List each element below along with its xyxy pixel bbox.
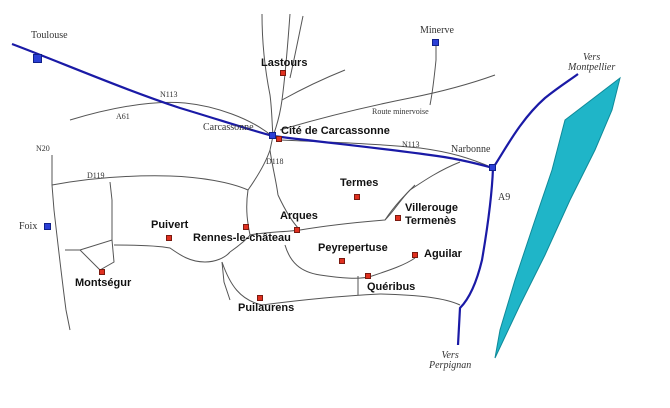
direction-perpignan: Vers Perpignan bbox=[429, 351, 471, 371]
peyrepertuse-marker bbox=[339, 258, 345, 264]
minerve-label: Minerve bbox=[420, 25, 454, 36]
arques-marker bbox=[294, 227, 300, 233]
road-label-route-minervoise: Route minervoise bbox=[372, 107, 429, 116]
road-label-n113-west: N113 bbox=[160, 90, 178, 99]
rennes-label: Rennes-le-château bbox=[193, 232, 291, 244]
road-label-a9: A9 bbox=[498, 192, 511, 203]
road-minerve bbox=[429, 42, 437, 106]
aguilar-label: Aguilar bbox=[424, 248, 462, 260]
road-puivert-2 bbox=[229, 234, 251, 253]
road-minervoise bbox=[279, 74, 496, 131]
foix-label: Foix bbox=[19, 221, 38, 232]
villerouge-marker bbox=[395, 215, 401, 221]
queribus-marker bbox=[365, 273, 371, 279]
minerve-marker bbox=[432, 39, 439, 46]
villerouge-label-2: Termenès bbox=[405, 215, 457, 227]
toulouse-label: Toulouse bbox=[31, 30, 68, 41]
peyrepertuse-label: Peyrepertuse bbox=[318, 242, 388, 254]
narbonne-marker bbox=[489, 164, 496, 171]
sea bbox=[494, 76, 621, 359]
termes-label: Termes bbox=[340, 177, 379, 189]
lastours-marker bbox=[280, 70, 286, 76]
carcassonne-label: Carcassonne bbox=[203, 122, 254, 133]
montsegur-marker bbox=[99, 269, 105, 275]
puivert-label: Puivert bbox=[151, 219, 189, 231]
cite-label: Cité de Carcassonne bbox=[281, 125, 390, 137]
road-lastours-1 bbox=[261, 13, 274, 137]
road-termes-2 bbox=[384, 184, 416, 221]
queribus-label: Quéribus bbox=[367, 281, 416, 293]
road-aguilar bbox=[371, 257, 416, 277]
motorway-a61 bbox=[11, 42, 494, 170]
foix-marker bbox=[44, 223, 51, 230]
road-label-a61: A61 bbox=[116, 112, 130, 121]
toulouse-marker bbox=[33, 54, 42, 63]
secondary-roads bbox=[51, 13, 496, 331]
road-n113-west bbox=[69, 101, 273, 137]
carcassonne-marker bbox=[269, 132, 276, 139]
road-puivert bbox=[113, 244, 231, 263]
rennes-marker bbox=[243, 224, 249, 230]
road-label-n20: N20 bbox=[36, 144, 50, 153]
puivert-marker bbox=[166, 235, 172, 241]
road-termes bbox=[299, 161, 461, 231]
puilaurens-marker bbox=[257, 295, 263, 301]
puilaurens-label: Puilaurens bbox=[238, 302, 295, 314]
narbonne-label: Narbonne bbox=[451, 144, 491, 155]
road-label-d119: D119 bbox=[87, 171, 105, 180]
road-n20 bbox=[51, 155, 71, 331]
road-label-n113-east: N113 bbox=[402, 140, 420, 149]
termes-marker bbox=[354, 194, 360, 200]
motorway-a9-north bbox=[492, 73, 579, 169]
road-lastours-3 bbox=[289, 15, 304, 79]
villerouge-label-1: Villerouge bbox=[405, 202, 458, 214]
direction-montpellier-line2: Montpellier bbox=[568, 62, 616, 73]
road-d118 bbox=[246, 135, 274, 236]
arques-label: Arques bbox=[280, 210, 318, 222]
road-south-2 bbox=[221, 261, 231, 301]
road-peyre bbox=[284, 244, 373, 279]
road-label-d118: D118 bbox=[266, 157, 284, 166]
lastours-label: Lastours bbox=[261, 57, 308, 69]
direction-montpellier-line1: Vers bbox=[582, 52, 601, 63]
motorways bbox=[11, 42, 579, 346]
road-south bbox=[221, 261, 461, 306]
cite-marker bbox=[276, 136, 282, 142]
motorway-a9-south bbox=[456, 167, 495, 346]
direction-perpignan-line2: Perpignan bbox=[429, 360, 472, 371]
road-montsegur-1 bbox=[109, 181, 113, 240]
road-d119 bbox=[51, 175, 249, 191]
montsegur-label: Montségur bbox=[75, 277, 132, 289]
direction-montpellier: Vers Montpellier bbox=[568, 53, 615, 73]
road-montsegur-2 bbox=[79, 239, 115, 271]
road-d118-b bbox=[269, 149, 279, 196]
aguilar-marker bbox=[412, 252, 418, 258]
direction-perpignan-line1: Vers bbox=[441, 350, 459, 361]
road-lastours-4 bbox=[281, 69, 346, 101]
